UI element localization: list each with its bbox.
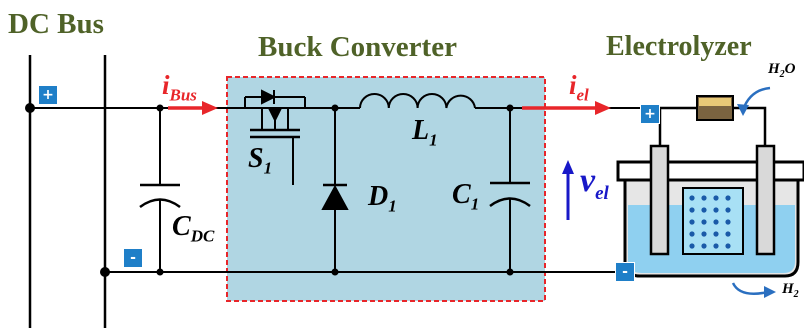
- h2o-symbol: H: [768, 61, 780, 77]
- buck-converter-title: Buck Converter: [258, 31, 457, 63]
- l1-label: L1: [412, 117, 438, 149]
- l1-symbol: L: [412, 115, 430, 146]
- h2-label: H2: [782, 282, 799, 300]
- h2-subscript: 2: [793, 289, 799, 300]
- v-el-arrow-head: [562, 160, 574, 174]
- dc-link-capacitor: [139, 108, 181, 272]
- i-el-arrow-head: [595, 101, 611, 115]
- el-minus-terminal: -: [615, 262, 635, 282]
- dc-bus-title: DC Bus: [8, 8, 104, 40]
- capacitor-c1: [489, 108, 531, 272]
- cdc-symbol: C: [172, 211, 191, 242]
- v-el-symbol: v: [580, 162, 596, 199]
- h2o-subscript: 2: [779, 69, 785, 80]
- bubbles: [689, 195, 731, 249]
- h2-outflow-arrow: [731, 282, 769, 295]
- c1-label: C1: [452, 181, 479, 213]
- i-bus-symbol: i: [162, 70, 170, 100]
- i-bus-subscript: Bus: [169, 85, 197, 105]
- i-bus-label: iBus: [162, 70, 197, 105]
- c1-symbol: C: [452, 179, 471, 210]
- s1-symbol: S: [248, 143, 264, 174]
- h2o-tail: O: [784, 61, 796, 77]
- electrolyzer-title: Electrolyzer: [606, 31, 752, 62]
- i-bus-arrow-head: [202, 101, 218, 115]
- cdc-label: CDC: [172, 213, 214, 245]
- bus-plus-terminal: +: [38, 85, 58, 105]
- d1-label: D1: [368, 183, 397, 215]
- c1-subscript: 1: [470, 194, 480, 214]
- buck-converter-box: [226, 76, 546, 302]
- cdc-subscript: DC: [190, 226, 215, 246]
- i-el-symbol: i: [569, 70, 577, 100]
- bus-minus-terminal: -: [123, 248, 143, 268]
- diode-d1: [321, 108, 349, 272]
- h2-symbol: H: [782, 281, 794, 297]
- h2o-label: H2O: [768, 62, 796, 80]
- s1-label: S1: [248, 145, 272, 177]
- v-el-label: vel: [580, 164, 609, 203]
- el-plus-terminal: +: [640, 104, 660, 124]
- i-el-label: iel: [569, 70, 589, 105]
- i-el-subscript: el: [576, 85, 589, 105]
- inductor-l1: [359, 93, 476, 109]
- l1-subscript: 1: [429, 130, 438, 150]
- switch-s1: [244, 89, 306, 185]
- junction-dot: [100, 267, 110, 277]
- s1-subscript: 1: [263, 158, 273, 178]
- junction-dot: [25, 103, 35, 113]
- d1-symbol: D: [368, 181, 389, 212]
- electrolyzer-cell: [616, 86, 804, 298]
- v-el-subscript: el: [595, 182, 609, 204]
- d1-subscript: 1: [388, 196, 397, 216]
